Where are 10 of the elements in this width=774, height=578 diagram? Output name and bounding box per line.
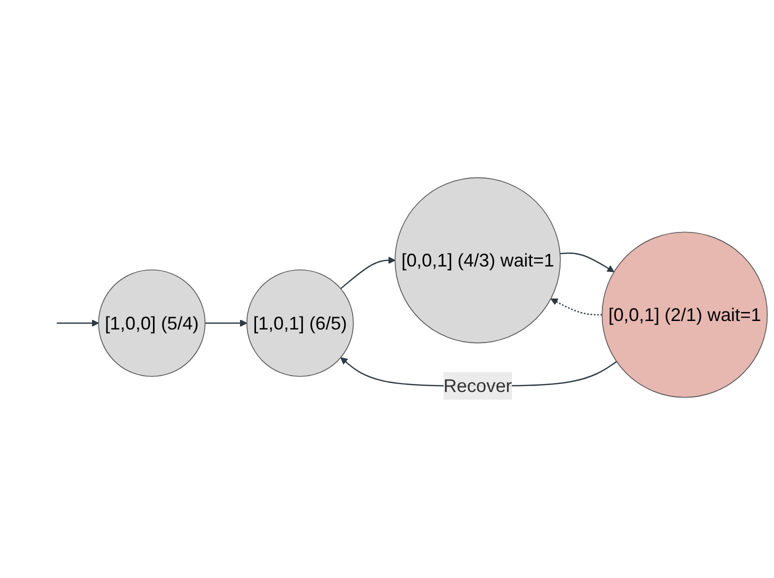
arrow [205,320,248,328]
arrow [340,256,396,290]
edge-label: Recover [443,376,512,397]
node-circle: [1,0,1] (6/5) [246,270,354,378]
node-circle: [0,0,1] (4/3) wait=1 [394,178,561,344]
node-circle: [1,0,0] (5/4) [98,270,206,378]
node-circle: [0,0,1] (2/1) wait=1 [602,232,768,398]
arrow [550,298,602,316]
arrow [56,320,99,328]
arrow [560,252,614,273]
